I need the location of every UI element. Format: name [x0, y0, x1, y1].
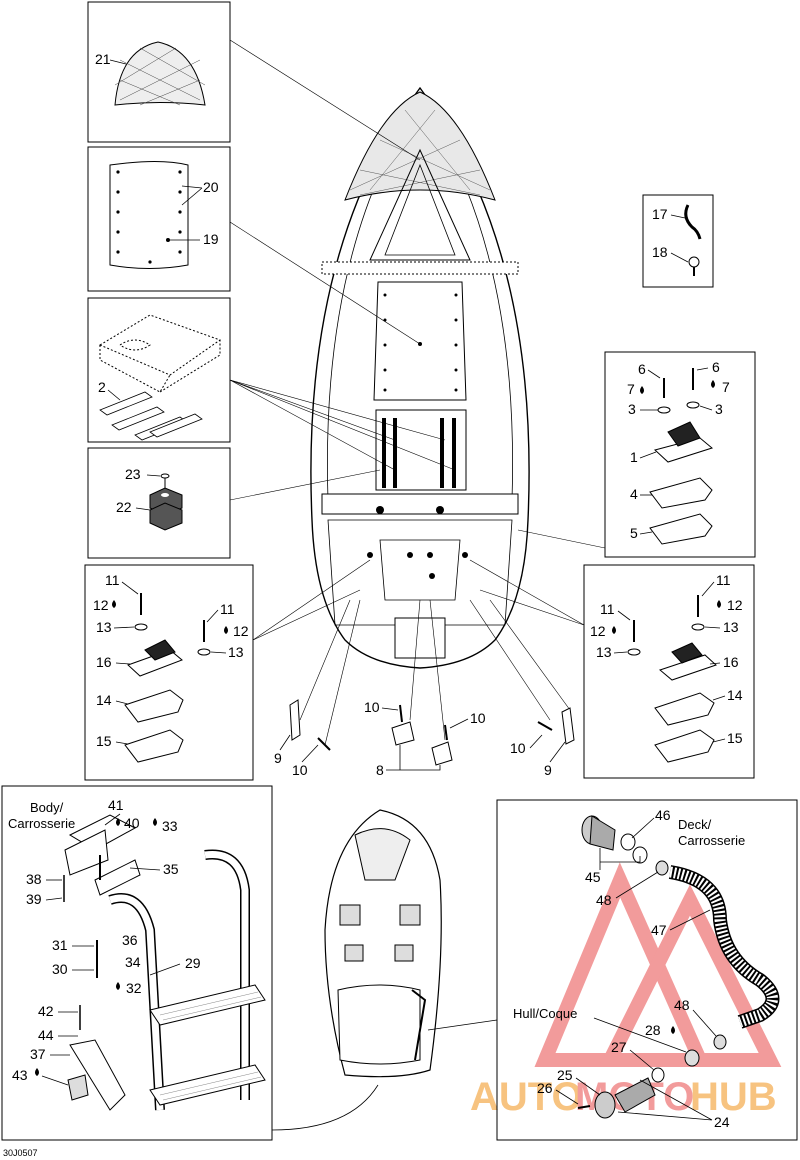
callout-6a: 6 — [638, 361, 646, 377]
callout-13b: 13 — [228, 644, 244, 660]
callout-36: 36 — [122, 932, 138, 948]
callout-12d: 12 — [590, 623, 606, 639]
callout-15b: 15 — [727, 730, 743, 746]
callout-39: 39 — [26, 891, 42, 907]
callout-10c: 10 — [470, 710, 486, 726]
hull-label: Hull/Coque — [513, 1006, 577, 1021]
callout-5: 5 — [630, 525, 638, 541]
callout-19: 19 — [203, 231, 219, 247]
callout-18: 18 — [652, 244, 668, 260]
callout-26: 26 — [537, 1080, 553, 1096]
detail-box-19-20: 20 19 — [87, 146, 231, 292]
callout-12c: 12 — [727, 597, 743, 613]
callout-42: 42 — [38, 1003, 54, 1019]
callout-22: 22 — [116, 499, 132, 515]
watermark-text-hub: HUB — [690, 1075, 777, 1119]
callout-31: 31 — [52, 937, 68, 953]
callout-7b: 7 — [722, 379, 730, 395]
callout-32: 32 — [126, 980, 142, 996]
callout-16a: 16 — [96, 654, 112, 670]
detail-box-1-7: 6 6 7 7 3 3 1 4 5 — [604, 351, 756, 558]
callout-21: 21 — [95, 51, 111, 67]
callout-9b: 9 — [544, 762, 552, 778]
callout-27: 27 — [611, 1039, 627, 1055]
callout-13a: 13 — [96, 619, 112, 635]
callout-15a: 15 — [96, 733, 112, 749]
callout-3a: 3 — [628, 401, 636, 417]
callout-30: 30 — [52, 961, 68, 977]
callout-35: 35 — [163, 861, 179, 877]
callout-38: 38 — [26, 871, 42, 887]
callout-10b: 10 — [364, 699, 380, 715]
deck-label-line1: Deck/ — [678, 817, 712, 832]
callout-37: 37 — [30, 1046, 46, 1062]
watermark-text-auto: AUTO — [470, 1075, 583, 1119]
callout-46: 46 — [655, 807, 671, 823]
callout-10a: 10 — [292, 762, 308, 778]
callout-48a: 48 — [596, 892, 612, 908]
callout-43: 43 — [12, 1067, 28, 1083]
detail-box-17-18: 17 18 — [642, 194, 714, 288]
callout-34: 34 — [125, 954, 141, 970]
callout-24: 24 — [714, 1114, 730, 1130]
watermark-logo: AUTO MOTO HUB — [470, 862, 782, 1119]
callout-2: 2 — [98, 379, 106, 395]
callout-25: 25 — [557, 1067, 573, 1083]
callout-48b: 48 — [674, 997, 690, 1013]
ladder-assembly: Body/ Carrosserie 41 40 33 35 38 39 36 3… — [1, 785, 273, 1141]
callout-20: 20 — [203, 179, 219, 195]
callout-8: 8 — [376, 762, 384, 778]
callout-11b: 11 — [220, 601, 235, 617]
callout-44: 44 — [38, 1027, 54, 1043]
diagram-code: 30J0507 — [3, 1148, 38, 1158]
boat-perspective-view — [271, 809, 498, 1131]
callout-3b: 3 — [715, 401, 723, 417]
callout-4: 4 — [630, 486, 638, 502]
callout-47: 47 — [651, 922, 667, 938]
callout-41: 41 — [108, 797, 124, 813]
callout-13c: 13 — [723, 619, 739, 635]
callout-16b: 16 — [723, 654, 739, 670]
callout-29: 29 — [185, 955, 201, 971]
leader-lines — [229, 39, 606, 746]
callout-11a: 11 — [105, 572, 120, 588]
callout-14a: 14 — [96, 692, 112, 708]
callout-11c: 11 — [716, 572, 731, 588]
deck-label-line2: Carrosserie — [678, 833, 745, 848]
callout-40: 40 — [124, 815, 140, 831]
detail-box-21: 21 — [87, 1, 231, 143]
callout-10d: 10 — [510, 740, 526, 756]
callout-11d: 11 — [600, 601, 615, 617]
callout-12b: 12 — [233, 623, 249, 639]
detail-box-2: 2 — [87, 297, 231, 443]
small-parts-8-9-10: 9 10 10 10 8 10 9 — [274, 699, 575, 778]
body-label-line2: Carrosserie — [8, 816, 75, 831]
callout-6b: 6 — [712, 359, 720, 375]
callout-17: 17 — [652, 206, 668, 222]
callout-23: 23 — [125, 466, 141, 482]
body-label-line1: Body/ — [30, 800, 64, 815]
detail-box-22-23: 23 22 — [87, 447, 231, 559]
detail-box-11-16-right: 11 12 13 11 12 13 16 14 15 — [583, 564, 755, 779]
callout-28: 28 — [645, 1022, 661, 1038]
callout-13d: 13 — [596, 644, 612, 660]
detail-box-11-16-left: 11 12 13 11 12 13 16 14 15 — [84, 564, 254, 781]
callout-14b: 14 — [727, 687, 743, 703]
callout-9a: 9 — [274, 750, 282, 766]
callout-7a: 7 — [627, 381, 635, 397]
callout-1: 1 — [630, 449, 638, 465]
callout-33: 33 — [162, 818, 178, 834]
boat-top-view — [310, 86, 530, 669]
callout-45: 45 — [585, 869, 601, 885]
callout-12a: 12 — [93, 597, 109, 613]
hose-assembly: 46 Deck/ Carrosserie 45 48 47 48 Hull/Co… — [496, 799, 798, 1141]
